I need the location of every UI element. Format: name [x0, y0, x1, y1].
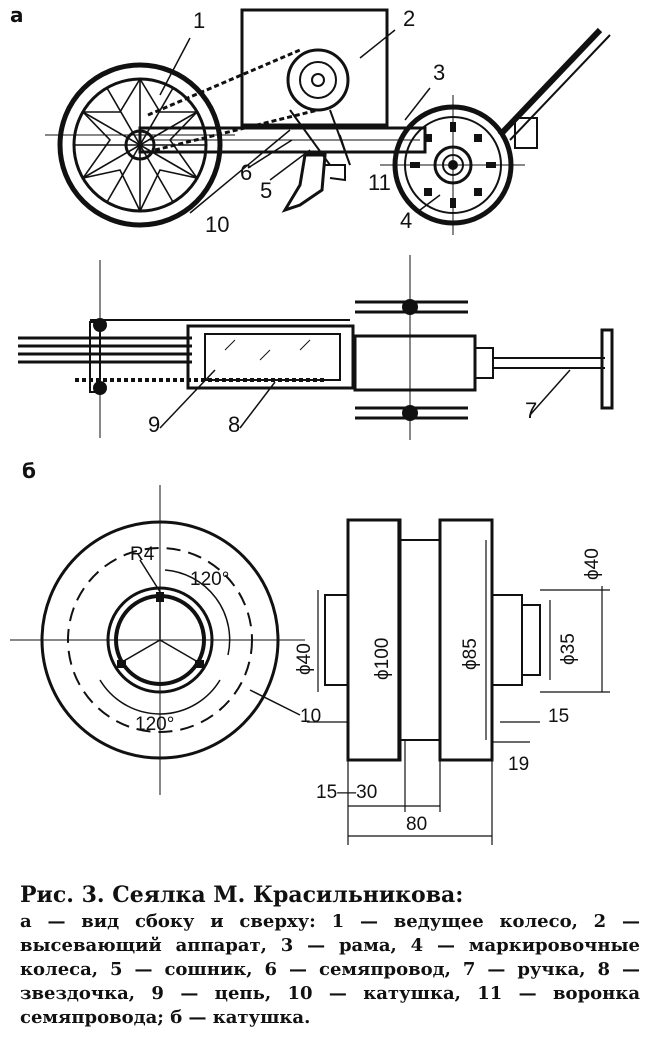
spool-front-view [10, 485, 305, 795]
callout-4: 4 [400, 208, 412, 233]
seeder-drawing: а б 1 2 3 4 5 6 7 8 9 10 11 R4 120° 120°… [10, 3, 614, 845]
callout-8: 8 [228, 412, 240, 437]
callout-9: 9 [148, 412, 160, 437]
dim-d35: ϕ35 [558, 633, 579, 665]
side-view [45, 8, 611, 235]
top-view [18, 255, 614, 440]
callout-5: 5 [260, 178, 272, 203]
side-leaders [159, 29, 441, 214]
callout-6: 6 [240, 160, 252, 185]
dim-r4: R4 [130, 544, 155, 565]
callout-2: 2 [403, 6, 415, 31]
dim-19: 19 [508, 754, 529, 775]
marker-wheel [380, 95, 525, 235]
caption-title: Рис. 3. Сеялка М. Красильникова: [20, 882, 464, 908]
section-label-a: а [10, 3, 24, 27]
dim-d40-left: ϕ40 [294, 643, 315, 675]
figure-caption: Рис. 3. Сеялка М. Красильникова: а — вид… [20, 882, 640, 1030]
chain [147, 48, 319, 152]
frame [138, 27, 611, 154]
spool-section-view [307, 518, 610, 845]
sowing-apparatus [240, 8, 389, 127]
callout-3: 3 [433, 60, 445, 85]
dim-angle-top: 120° [190, 569, 229, 590]
callout-11: 11 [368, 170, 391, 195]
dim-10: 10 [300, 706, 321, 727]
dim-15-30: 15—30 [316, 782, 377, 803]
callout-1: 1 [193, 8, 205, 33]
figure-labels: а б 1 2 3 4 5 6 7 8 9 10 11 R4 120° 120°… [10, 3, 603, 835]
section-label-b: б [22, 459, 36, 483]
dim-angle-bottom: 120° [135, 714, 174, 735]
caption-text: а — вид сбоку и сверху: 1 — ведущее коле… [20, 911, 640, 1028]
callout-10: 10 [205, 212, 229, 237]
callout-7: 7 [525, 398, 537, 423]
dim-15: 15 [548, 706, 569, 727]
dim-d100: ϕ100 [372, 638, 393, 680]
dim-d85: ϕ85 [460, 638, 481, 670]
dim-80: 80 [406, 814, 427, 835]
dim-d40-right: ϕ40 [582, 548, 603, 580]
